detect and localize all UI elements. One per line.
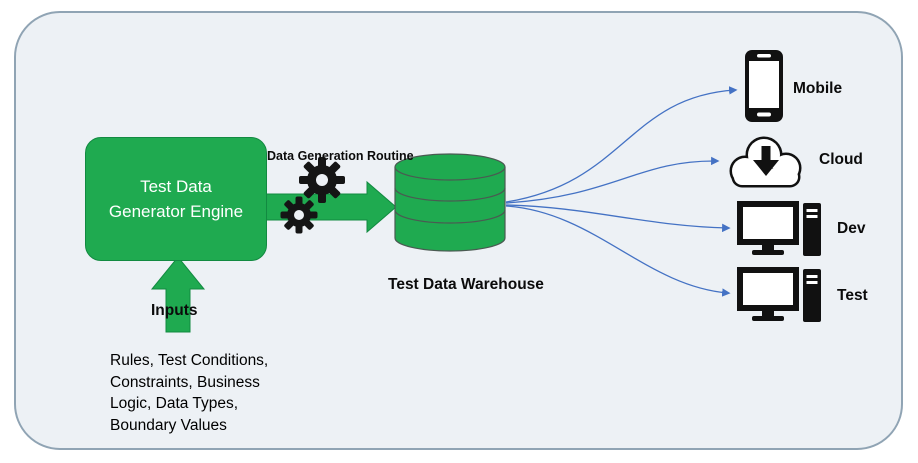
warehouse-label: Test Data Warehouse — [388, 276, 544, 293]
routine-label: Data Generation Routine — [267, 149, 414, 163]
connector-line-dev — [505, 204, 731, 233]
inputs-label: Inputs — [151, 302, 198, 319]
gear-icon-small — [280, 196, 318, 234]
inputs-up-arrow — [150, 256, 206, 333]
warehouse-cylinder — [394, 153, 506, 252]
target-label-test: Test — [837, 287, 868, 304]
target-label-cloud: Cloud — [819, 151, 863, 168]
inputs-detail-text: Rules, Test Conditions, Constraints, Bus… — [110, 352, 269, 434]
target-label-dev: Dev — [837, 220, 866, 237]
desktop-computer-icon-dev — [737, 201, 825, 259]
connector-lines — [505, 86, 738, 297]
engine-box: Test Data Generator Engine — [85, 137, 267, 261]
connector-line-mobile — [505, 86, 738, 203]
target-label-mobile: Mobile — [793, 80, 843, 97]
connector-line-test — [505, 205, 731, 297]
mobile-phone-icon — [744, 49, 784, 123]
connector-line-cloud — [505, 156, 720, 204]
gear-icon-large — [299, 157, 345, 203]
engine-label: Test Data Generator Engine — [108, 177, 244, 221]
download-arrow-icon — [753, 146, 779, 176]
cloud-download-icon — [726, 133, 806, 191]
desktop-computer-icon-test — [737, 267, 825, 325]
